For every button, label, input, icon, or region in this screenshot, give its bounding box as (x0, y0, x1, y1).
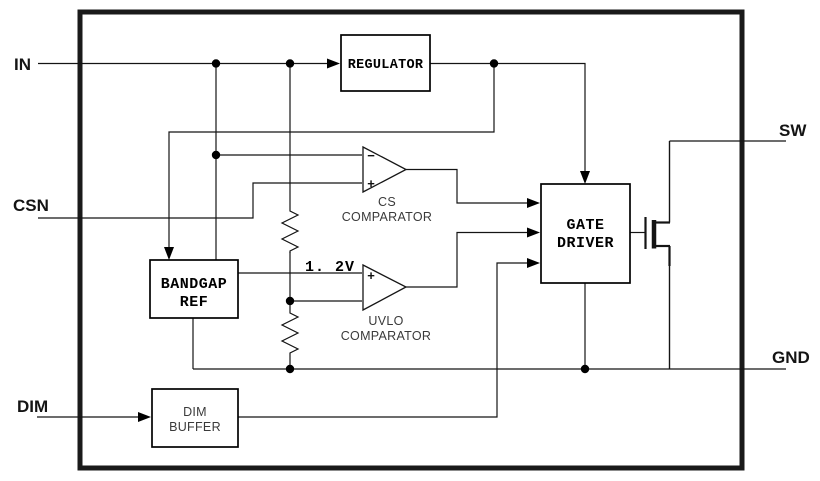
junction-dot (285, 364, 295, 374)
gate-driver-block (540, 183, 631, 284)
mosfet (629, 141, 671, 369)
regulator-label: REGULATOR (348, 58, 424, 73)
port-label-csn: CSN (13, 196, 49, 215)
port-label-in: IN (14, 55, 31, 74)
port-label-dim: DIM (17, 397, 48, 416)
wire-regulator-out (430, 62, 586, 173)
wire-cs-out (406, 168, 529, 204)
uvlo-comparator-triangle (362, 263, 408, 312)
cs-plus-sign: + (367, 176, 375, 191)
uvlo-plus-sign: + (367, 268, 375, 283)
dim-buffer-label-line1: DIM (183, 405, 207, 419)
vref-label: 1. 2V (305, 259, 355, 276)
regulator-block (340, 34, 431, 92)
arrowhead-into-gatedriver-top (580, 171, 590, 184)
wire-dim-buffer-out (238, 262, 529, 418)
resistor-upper (280, 209, 300, 253)
bandgap-label-line2: REF (180, 294, 209, 311)
ic-boundary (77, 9, 745, 471)
arrowhead-into-bandgap (164, 247, 174, 260)
cs-comparator-label-line2: COMPARATOR (342, 210, 433, 224)
junction-dot (211, 59, 221, 68)
arrowhead-into-gatedriver-in3 (527, 258, 540, 268)
cs-comparator-triangle (362, 145, 408, 194)
wire-regulator-to-bandgap (168, 63, 495, 249)
port-label-gnd: GND (772, 348, 810, 367)
gate-driver-label-line1: GATE (566, 217, 604, 234)
wires (37, 62, 786, 418)
port-label-sw: SW (779, 121, 807, 140)
dim-buffer-label-line2: BUFFER (169, 420, 221, 434)
dim-buffer-block (151, 388, 239, 448)
junction-dot (285, 296, 295, 306)
junction-dot (489, 59, 499, 68)
wire-uvlo-out (406, 231, 529, 288)
cs-minus-sign: − (367, 148, 375, 163)
bandgap-label-line1: BANDGAP (161, 276, 228, 293)
uvlo-comparator-label-line2: COMPARATOR (341, 329, 432, 343)
arrowheads (138, 58, 590, 422)
junction-dot (580, 364, 590, 374)
junction-dot (285, 59, 295, 68)
arrowhead-into-dimbuffer (138, 412, 151, 422)
arrowhead-into-gatedriver-in1 (527, 198, 540, 208)
junction-dots (211, 59, 590, 374)
arrowhead-into-gatedriver-in2 (527, 227, 540, 238)
wire-csn-to-cs-plus (38, 182, 362, 219)
resistor-lower (280, 311, 300, 355)
arrowhead-into-regulator (327, 58, 340, 69)
uvlo-comparator-label-line1: UVLO (368, 314, 403, 328)
bandgap-block (149, 259, 239, 319)
gate-driver-label-line2: DRIVER (557, 235, 614, 252)
cs-comparator-label-line1: CS (378, 195, 396, 209)
junction-dot (211, 150, 221, 160)
